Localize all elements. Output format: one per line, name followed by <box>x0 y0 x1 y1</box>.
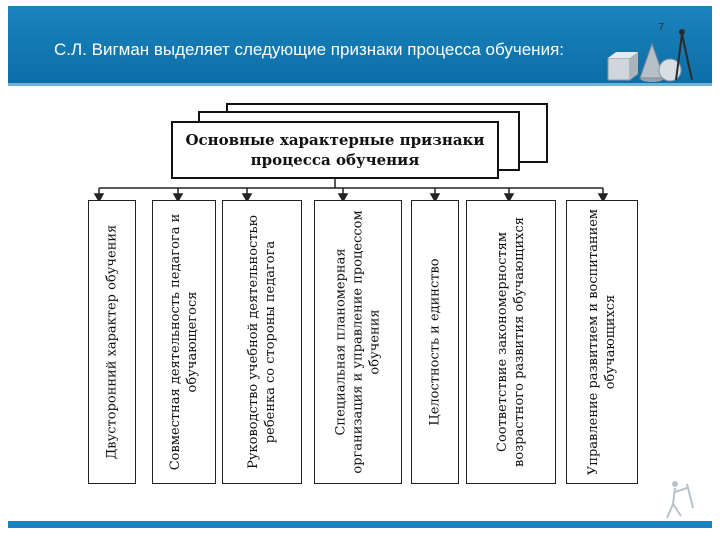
feature-column-6: Соответствие закономерностям возрастного… <box>466 200 556 484</box>
feature-column-2: Совместная деятельность педагога и обуча… <box>152 200 216 484</box>
geometry-shapes-icon: 7 <box>607 22 693 82</box>
feature-label-2: Совместная деятельность педагога и обуча… <box>168 213 200 471</box>
feature-label-1: Двусторонний характер обучения <box>104 224 120 460</box>
column-arrows <box>93 188 609 203</box>
slide-header: С.Л. Вигман выделяет следующие признаки … <box>8 6 712 86</box>
feature-column-1: Двусторонний характер обучения <box>88 200 136 484</box>
feature-label-3: Руководство учебной деятельностью ребенк… <box>246 215 278 469</box>
feature-column-5: Целостность и единство <box>411 200 459 484</box>
main-characteristics-box: Основные характерные признаки процесса о… <box>171 121 499 179</box>
feature-column-3: Руководство учебной деятельностью ребенк… <box>222 200 302 484</box>
footer-bar <box>8 521 712 528</box>
feature-column-7: Управление развитием и воспитанием обуча… <box>566 200 638 484</box>
slide-title: С.Л. Вигман выделяет следующие признаки … <box>54 40 564 59</box>
feature-label-6: Соответствие закономерностям возрастного… <box>495 217 527 467</box>
feature-label-7: Управление развитием и воспитанием обуча… <box>586 208 618 476</box>
feature-label-5: Целостность и единство <box>427 258 443 426</box>
stick-figure-logo-icon <box>666 481 694 519</box>
svg-text:7: 7 <box>658 22 664 33</box>
feature-column-4: Специальная планомерная организация и уп… <box>314 200 402 484</box>
feature-label-4: Специальная планомерная организация и уп… <box>333 210 383 474</box>
